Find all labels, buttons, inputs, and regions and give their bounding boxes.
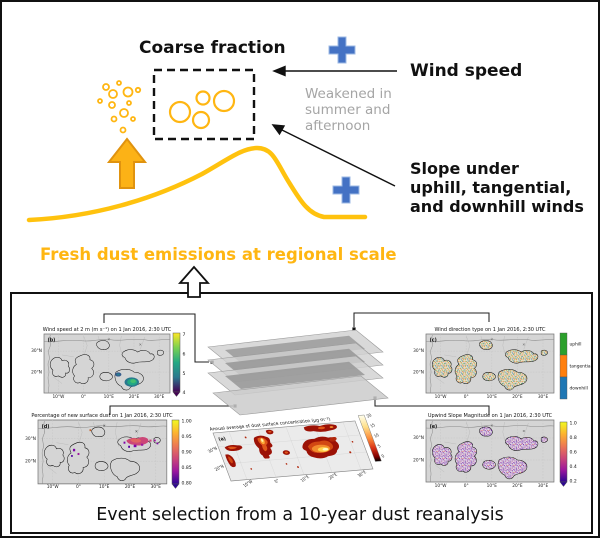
map-c-label: (c) (430, 338, 437, 344)
svg-text:30°N: 30°N (207, 446, 219, 454)
svg-text:4: 4 (183, 390, 186, 396)
emission-up-arrow (106, 137, 148, 189)
fresh-dust-label: Fresh dust emissions at regional scale (40, 245, 397, 264)
connector-lines (103, 312, 490, 415)
map-d-title: Percentage of new surface dust on 1 Jan … (31, 413, 173, 419)
svg-text:1.0: 1.0 (570, 421, 577, 427)
svg-text:20°N: 20°N (31, 370, 42, 376)
coarse-fraction-label: Coarse fraction (139, 38, 286, 58)
coarse-particles (168, 89, 236, 130)
svg-text:uphill: uphill (570, 342, 582, 348)
svg-text:10°W: 10°W (52, 394, 65, 400)
map-b: Wind speed at 2 m (m s⁻¹) on 1 Jan 2016,… (31, 327, 186, 400)
map-b-title: Wind speed at 2 m (m s⁻¹) on 1 Jan 2016,… (43, 327, 172, 333)
svg-text:30°N: 30°N (31, 348, 42, 354)
direction-legend (559, 332, 568, 400)
map-b-label: (b) (48, 338, 56, 344)
svg-text:0.85: 0.85 (182, 465, 192, 471)
fine-particles (97, 80, 142, 134)
svg-text:10: 10 (373, 432, 381, 439)
svg-text:20°E: 20°E (125, 484, 136, 490)
weakened-note: Weakened in summer and afternoon (305, 86, 392, 134)
svg-text:30°E: 30°E (154, 394, 165, 400)
slope-arrow (271, 124, 396, 187)
svg-text:20°E: 20°E (327, 471, 338, 480)
svg-text:30°N: 30°N (413, 435, 424, 441)
svg-text:10°E: 10°E (104, 394, 115, 400)
svg-text:20°N: 20°N (413, 370, 424, 376)
svg-text:30°E: 30°E (151, 484, 162, 490)
map-e: Upwind Slope Magnitude on 1 Jan 2016, 2:… (413, 413, 577, 489)
svg-text:10°W: 10°W (435, 483, 448, 489)
map-e-label: (e) (430, 424, 438, 430)
svg-text:10°E: 10°E (487, 394, 498, 400)
svg-text:5: 5 (376, 443, 382, 449)
svg-text:0.80: 0.80 (182, 481, 192, 487)
coarse-fraction-dashed-box (152, 68, 256, 141)
wind-speed-arrow (272, 65, 397, 77)
svg-text:30°N: 30°N (413, 348, 424, 354)
reanalysis-layer-stack (207, 329, 389, 416)
svg-text:10°E: 10°E (299, 474, 310, 483)
map-c: Wind direction type on 1 Jan 2016, 2:30 … (413, 327, 592, 400)
svg-text:0°: 0° (464, 483, 469, 489)
svg-text:0.95: 0.95 (182, 434, 192, 440)
bottom-panel-box (10, 292, 593, 534)
svg-text:tangential: tangential (570, 364, 592, 370)
svg-text:20°E: 20°E (512, 483, 523, 489)
svg-text:downhill: downhill (570, 386, 588, 392)
map-e-title: Upwind Slope Magnitude on 1 Jan 2016, 2:… (428, 413, 553, 419)
svg-text:10°E: 10°E (99, 484, 110, 490)
svg-text:0.8: 0.8 (570, 435, 577, 441)
map-d: Percentage of new surface dust on 1 Jan … (25, 413, 192, 490)
svg-text:30°E: 30°E (538, 394, 549, 400)
svg-text:30°N: 30°N (25, 436, 36, 442)
svg-text:0°: 0° (76, 484, 81, 490)
wind-speed-label: Wind speed (410, 61, 523, 81)
bottom-caption: Event selection from a 10-year dust rean… (96, 505, 504, 525)
svg-text:1.00: 1.00 (182, 419, 192, 425)
svg-text:20°N: 20°N (413, 458, 424, 464)
map-a-label: (a) (218, 436, 227, 442)
dust-concentration-blobs (224, 424, 354, 470)
map-c-title: Wind direction type on 1 Jan 2016, 2:30 … (435, 327, 546, 333)
map-d-label: (d) (42, 424, 50, 430)
svg-text:0°: 0° (273, 478, 280, 484)
svg-text:0.90: 0.90 (182, 450, 192, 456)
svg-text:20°E: 20°E (129, 394, 140, 400)
svg-text:30°E: 30°E (356, 469, 367, 478)
svg-text:0.6: 0.6 (570, 450, 577, 456)
svg-text:30°E: 30°E (538, 483, 549, 489)
svg-text:0°: 0° (81, 394, 86, 400)
panel-link-arrow (178, 265, 210, 298)
svg-text:20°N: 20°N (25, 459, 36, 465)
svg-text:0.4: 0.4 (570, 464, 577, 470)
svg-text:10°W: 10°W (242, 479, 254, 489)
plus-icon (328, 36, 360, 204)
slope-label: Slope under uphill, tangential, and down… (410, 159, 584, 216)
svg-text:10°E: 10°E (487, 483, 498, 489)
svg-text:5: 5 (183, 371, 186, 377)
svg-text:20°E: 20°E (512, 394, 523, 400)
svg-text:7: 7 (183, 332, 186, 338)
svg-text:15: 15 (369, 422, 377, 429)
svg-text:0.2: 0.2 (570, 479, 577, 485)
svg-text:20: 20 (365, 412, 373, 419)
svg-text:0: 0 (380, 453, 386, 459)
svg-text:10°W: 10°W (435, 394, 448, 400)
svg-text:0°: 0° (464, 394, 469, 400)
svg-text:10°W: 10°W (47, 484, 60, 490)
map-a: Annual average of dust surface concentra… (207, 412, 386, 489)
terrain-curve (26, 145, 368, 223)
svg-text:6: 6 (183, 352, 186, 358)
new-dust-patches (71, 429, 159, 457)
svg-text:20°N: 20°N (213, 464, 225, 472)
